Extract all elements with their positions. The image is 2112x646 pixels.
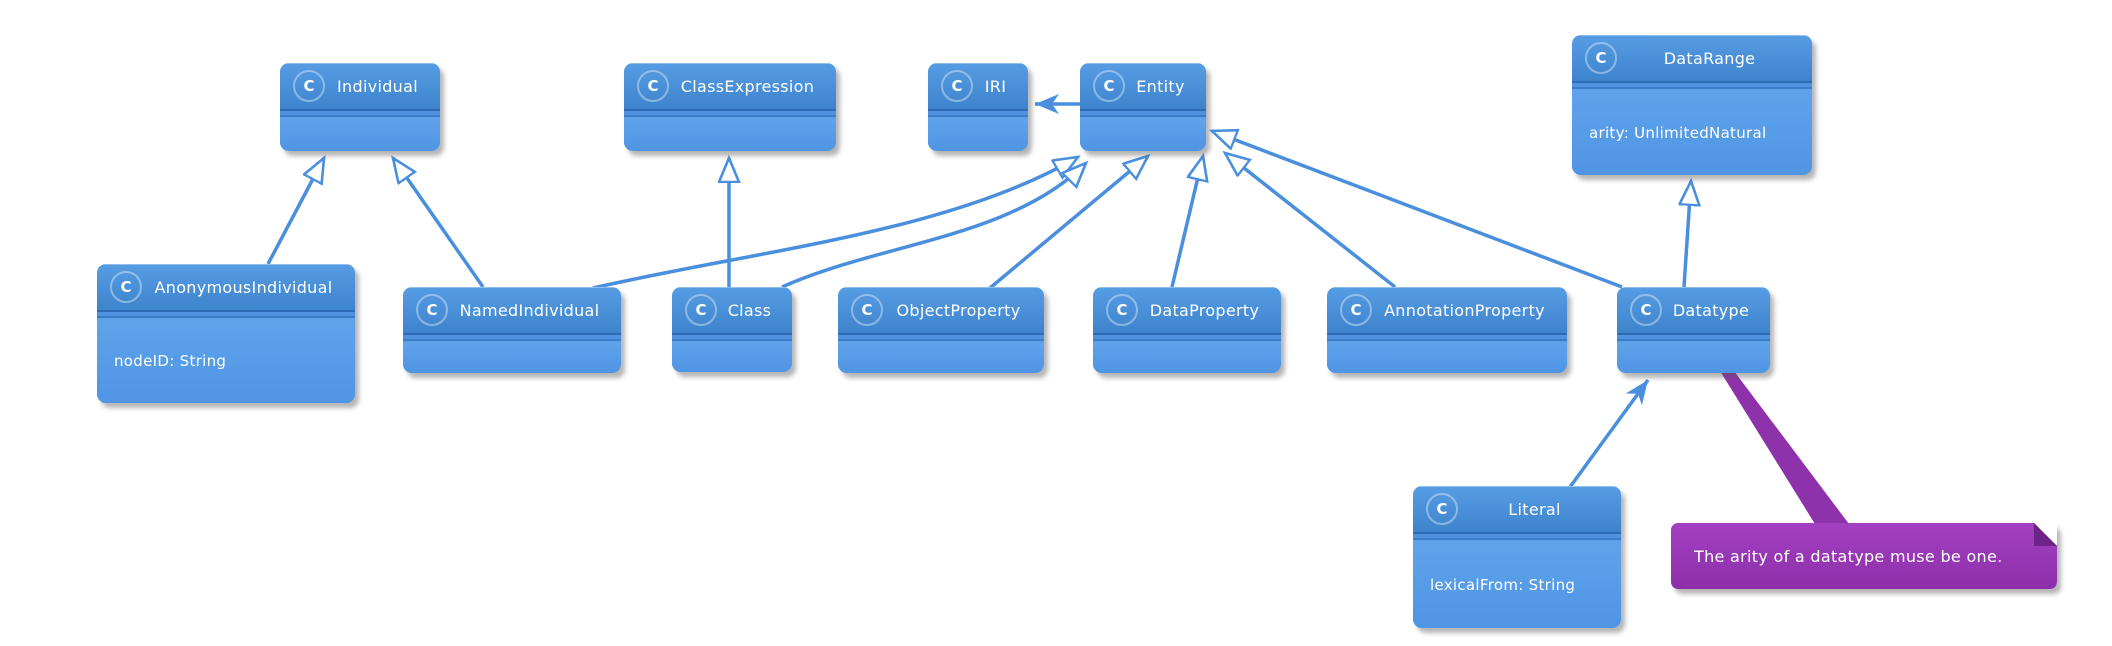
class-name: ObjectProperty: [896, 300, 1021, 320]
note-connector[interactable]: [1720, 371, 1849, 524]
edge-datatype-to-datarange[interactable]: [1684, 181, 1691, 288]
compartment-divider: [1080, 109, 1206, 118]
class-name: Individual: [337, 76, 418, 96]
class-stereotype-icon: C: [1585, 42, 1617, 74]
attributes-compartment: [1080, 118, 1206, 151]
attributes-compartment: [838, 342, 1044, 373]
class-stereotype-icon: C: [1106, 294, 1138, 326]
class-box-annotationproperty[interactable]: C AnnotationProperty: [1327, 287, 1567, 373]
edge-namedindividual-to-entity[interactable]: [592, 157, 1078, 290]
compartment-divider: [672, 333, 792, 342]
compartment-divider: [1093, 333, 1281, 342]
class-stereotype-icon: C: [1630, 294, 1662, 326]
class-attribute: lexicalFrom: String: [1430, 575, 1576, 594]
class-stereotype-icon: C: [1093, 70, 1125, 102]
class-box-datatype[interactable]: C Datatype: [1617, 287, 1770, 373]
class-name: AnnotationProperty: [1384, 300, 1545, 320]
class-name: AnonymousIndividual: [154, 277, 333, 297]
class-stereotype-icon: C: [293, 70, 325, 102]
class-name: Class: [727, 300, 772, 320]
edge-class-to-entity[interactable]: [781, 163, 1086, 289]
compartment-divider: [403, 333, 621, 342]
attributes-compartment: [1327, 342, 1567, 373]
class-box-objectproperty[interactable]: C ObjectProperty: [838, 287, 1044, 373]
class-box-anonymousindividual[interactable]: C AnonymousIndividual nodeID: String: [97, 264, 355, 403]
edge-dataproperty-to-entity[interactable]: [1170, 156, 1203, 288]
class-attribute: arity: UnlimitedNatural: [1589, 123, 1767, 142]
edge-anonymousindividual-to-individual[interactable]: [266, 158, 324, 265]
edge-datatype-to-entity[interactable]: [1212, 131, 1623, 289]
edge-annotationproperty-to-entity[interactable]: [1225, 153, 1397, 289]
class-name: IRI: [984, 76, 1007, 96]
compartment-divider: [624, 109, 836, 118]
attributes-compartment: [280, 118, 440, 151]
attributes-compartment: [624, 118, 836, 151]
class-stereotype-icon: C: [416, 294, 448, 326]
class-name: DataRange: [1663, 48, 1756, 68]
class-box-individual[interactable]: C Individual: [280, 63, 440, 151]
class-name: ClassExpression: [680, 76, 815, 96]
class-name: DataProperty: [1149, 300, 1260, 320]
class-name: Literal: [1508, 499, 1561, 519]
attributes-compartment: [1617, 342, 1770, 373]
compartment-divider: [1572, 81, 1812, 90]
attributes-compartment: [672, 342, 792, 372]
class-box-dataproperty[interactable]: C DataProperty: [1093, 287, 1281, 373]
compartment-divider: [1413, 532, 1621, 541]
attributes-compartment: [1093, 342, 1281, 373]
note-text: The arity of a datatype muse be one.: [1694, 546, 2003, 566]
compartment-divider: [1327, 333, 1567, 342]
attributes-compartment: [403, 342, 621, 373]
class-stereotype-icon: C: [1426, 493, 1458, 525]
note-folded-corner-icon: [2034, 523, 2057, 546]
class-box-datarange[interactable]: C DataRange arity: UnlimitedNatural: [1572, 35, 1812, 175]
class-stereotype-icon: C: [1340, 294, 1372, 326]
class-box-class[interactable]: C Class: [672, 287, 792, 372]
class-stereotype-icon: C: [637, 70, 669, 102]
class-name: Entity: [1136, 76, 1185, 96]
compartment-divider: [280, 109, 440, 118]
class-attribute: nodeID: String: [114, 352, 227, 370]
note-box[interactable]: The arity of a datatype muse be one.: [1671, 523, 2057, 589]
class-box-literal[interactable]: C Literal lexicalFrom: String: [1413, 486, 1621, 628]
compartment-divider: [97, 310, 355, 319]
compartment-divider: [1617, 333, 1770, 342]
edge-literal-to-datatype[interactable]: [1568, 378, 1650, 489]
class-box-entity[interactable]: C Entity: [1080, 63, 1206, 151]
class-box-namedindividual[interactable]: C NamedIndividual: [403, 287, 621, 373]
class-box-iri[interactable]: C IRI: [928, 63, 1028, 151]
compartment-divider: [838, 333, 1044, 342]
edge-objectproperty-to-entity[interactable]: [988, 156, 1148, 290]
class-name: Datatype: [1672, 300, 1750, 320]
attributes-compartment: [928, 118, 1028, 151]
edge-namedindividual-to-individual[interactable]: [393, 158, 485, 289]
class-stereotype-icon: C: [685, 294, 717, 326]
class-stereotype-icon: C: [851, 294, 883, 326]
class-box-classexpression[interactable]: C ClassExpression: [624, 63, 836, 151]
attributes-compartment: lexicalFrom: String: [1413, 541, 1621, 628]
class-stereotype-icon: C: [110, 271, 142, 303]
attributes-compartment: arity: UnlimitedNatural: [1572, 90, 1812, 175]
compartment-divider: [928, 109, 1028, 118]
class-stereotype-icon: C: [941, 70, 973, 102]
attributes-compartment: nodeID: String: [97, 319, 355, 403]
class-name: NamedIndividual: [459, 300, 600, 320]
